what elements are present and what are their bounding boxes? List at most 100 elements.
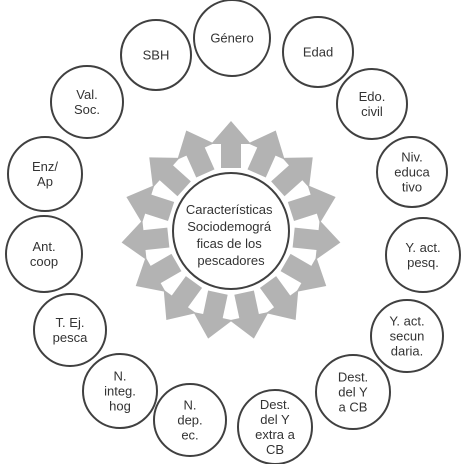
node-circle [282,16,354,88]
node-label-line: N. [114,369,127,384]
node-circle [82,353,158,429]
node-label-line: a CB [339,400,368,415]
node-label-line: Género [210,31,253,46]
node-ant-coop: Ant.coop [5,215,83,293]
node-t-ej-pesca: T. Ej.pesca [33,293,107,367]
node-label: N.dep.ec. [177,398,202,443]
node-label-line: Y. act. [389,314,424,329]
node-label-line: del Y [260,412,290,427]
center-circle: Características Sociodemográ ficas de lo… [172,172,290,290]
node-label-line: Edo. [359,89,386,104]
node-y-act-pesq: Y. act.pesq. [385,217,461,293]
node-enz-ap: Enz/Ap [7,136,83,212]
node-label-line: hog [109,399,131,414]
center-label-line: pescadores [197,253,265,268]
node-label-line: Enz/ [32,159,58,174]
node-label-line: del Y [338,385,368,400]
node-n-dep-ec: N.dep.ec. [153,383,227,457]
outward-arrow [211,121,251,168]
node-label-line: pesca [53,330,88,345]
node-label-line: educa [394,165,430,180]
node-label-line: daria. [391,344,424,359]
outward-arrow [271,157,313,197]
node-label-line: dep. [177,413,202,428]
node-circle [33,293,107,367]
node-label-line: tivo [402,180,422,195]
node-label: Género [210,31,253,46]
node-label-line: secun [390,329,425,344]
node-sbh: SBH [120,19,192,91]
node-label-line: T. Ej. [56,315,85,330]
node-label-line: extra a [255,427,296,442]
node-label-line: Val. [76,87,97,102]
node-label-line: ec. [181,428,198,443]
node-label-line: coop [30,254,58,269]
node-circle [385,217,461,293]
node-label-line: N. [184,398,197,413]
node-circle [153,383,227,457]
outward-arrow [229,290,269,339]
node-edo-civil: Edo.civil [336,68,408,140]
center-label: Características Sociodemográ ficas de lo… [186,202,276,268]
arrows-group [121,121,341,339]
node-label-line: Niv. [401,150,422,165]
node-label: SBH [143,48,170,63]
node-label-line: civil [361,104,383,119]
node-label: Edad [303,45,333,60]
outward-arrow [121,220,170,260]
node-n-integ-hog: N.integ.hog [82,353,158,429]
node-circle [336,68,408,140]
node-circle [120,19,192,91]
center-label-line: ficas de los [197,236,263,251]
node-label-line: pesq. [407,255,439,270]
node-circle [7,136,83,212]
node-label-line: Ant. [32,239,55,254]
center-label-line: Sociodemográ [187,219,272,234]
node-label: Y. act.pesq. [405,240,440,270]
outward-arrow [259,276,299,320]
node-label-line: Dest. [260,397,290,412]
outward-arrow [135,253,182,292]
node-circle [50,65,124,139]
node-circle [237,389,313,464]
outward-arrow [287,185,336,224]
node-label-line: Ap [37,174,53,189]
outward-arrow [193,290,233,339]
node-label: T. Ej.pesca [53,315,88,345]
node-circle [370,299,444,373]
node-circle [193,0,271,77]
outward-arrow [126,185,175,224]
node-label-line: integ. [104,384,136,399]
center-label-line: Características [186,202,273,217]
node-label-line: Dest. [338,370,368,385]
node-label: N.integ.hog [104,369,136,414]
node-genero: Género [193,0,271,77]
outward-arrow [163,276,203,320]
node-val-soc: Val.Soc. [50,65,124,139]
outward-arrow [177,130,215,178]
node-label-line: Edad [303,45,333,60]
node-circle [5,215,83,293]
outward-arrow [149,157,191,197]
node-label-line: SBH [143,48,170,63]
outward-arrow [280,253,327,292]
node-label: Enz/Ap [32,159,58,189]
node-circle [376,136,448,208]
node-circle [315,354,391,430]
node-label-line: CB [266,442,284,457]
node-label-line: Y. act. [405,240,440,255]
node-label: Val.Soc. [74,87,100,117]
node-label: Ant.coop [30,239,58,269]
outward-arrow [292,220,341,260]
node-label-line: Soc. [74,102,100,117]
node-label: Edo.civil [359,89,386,119]
